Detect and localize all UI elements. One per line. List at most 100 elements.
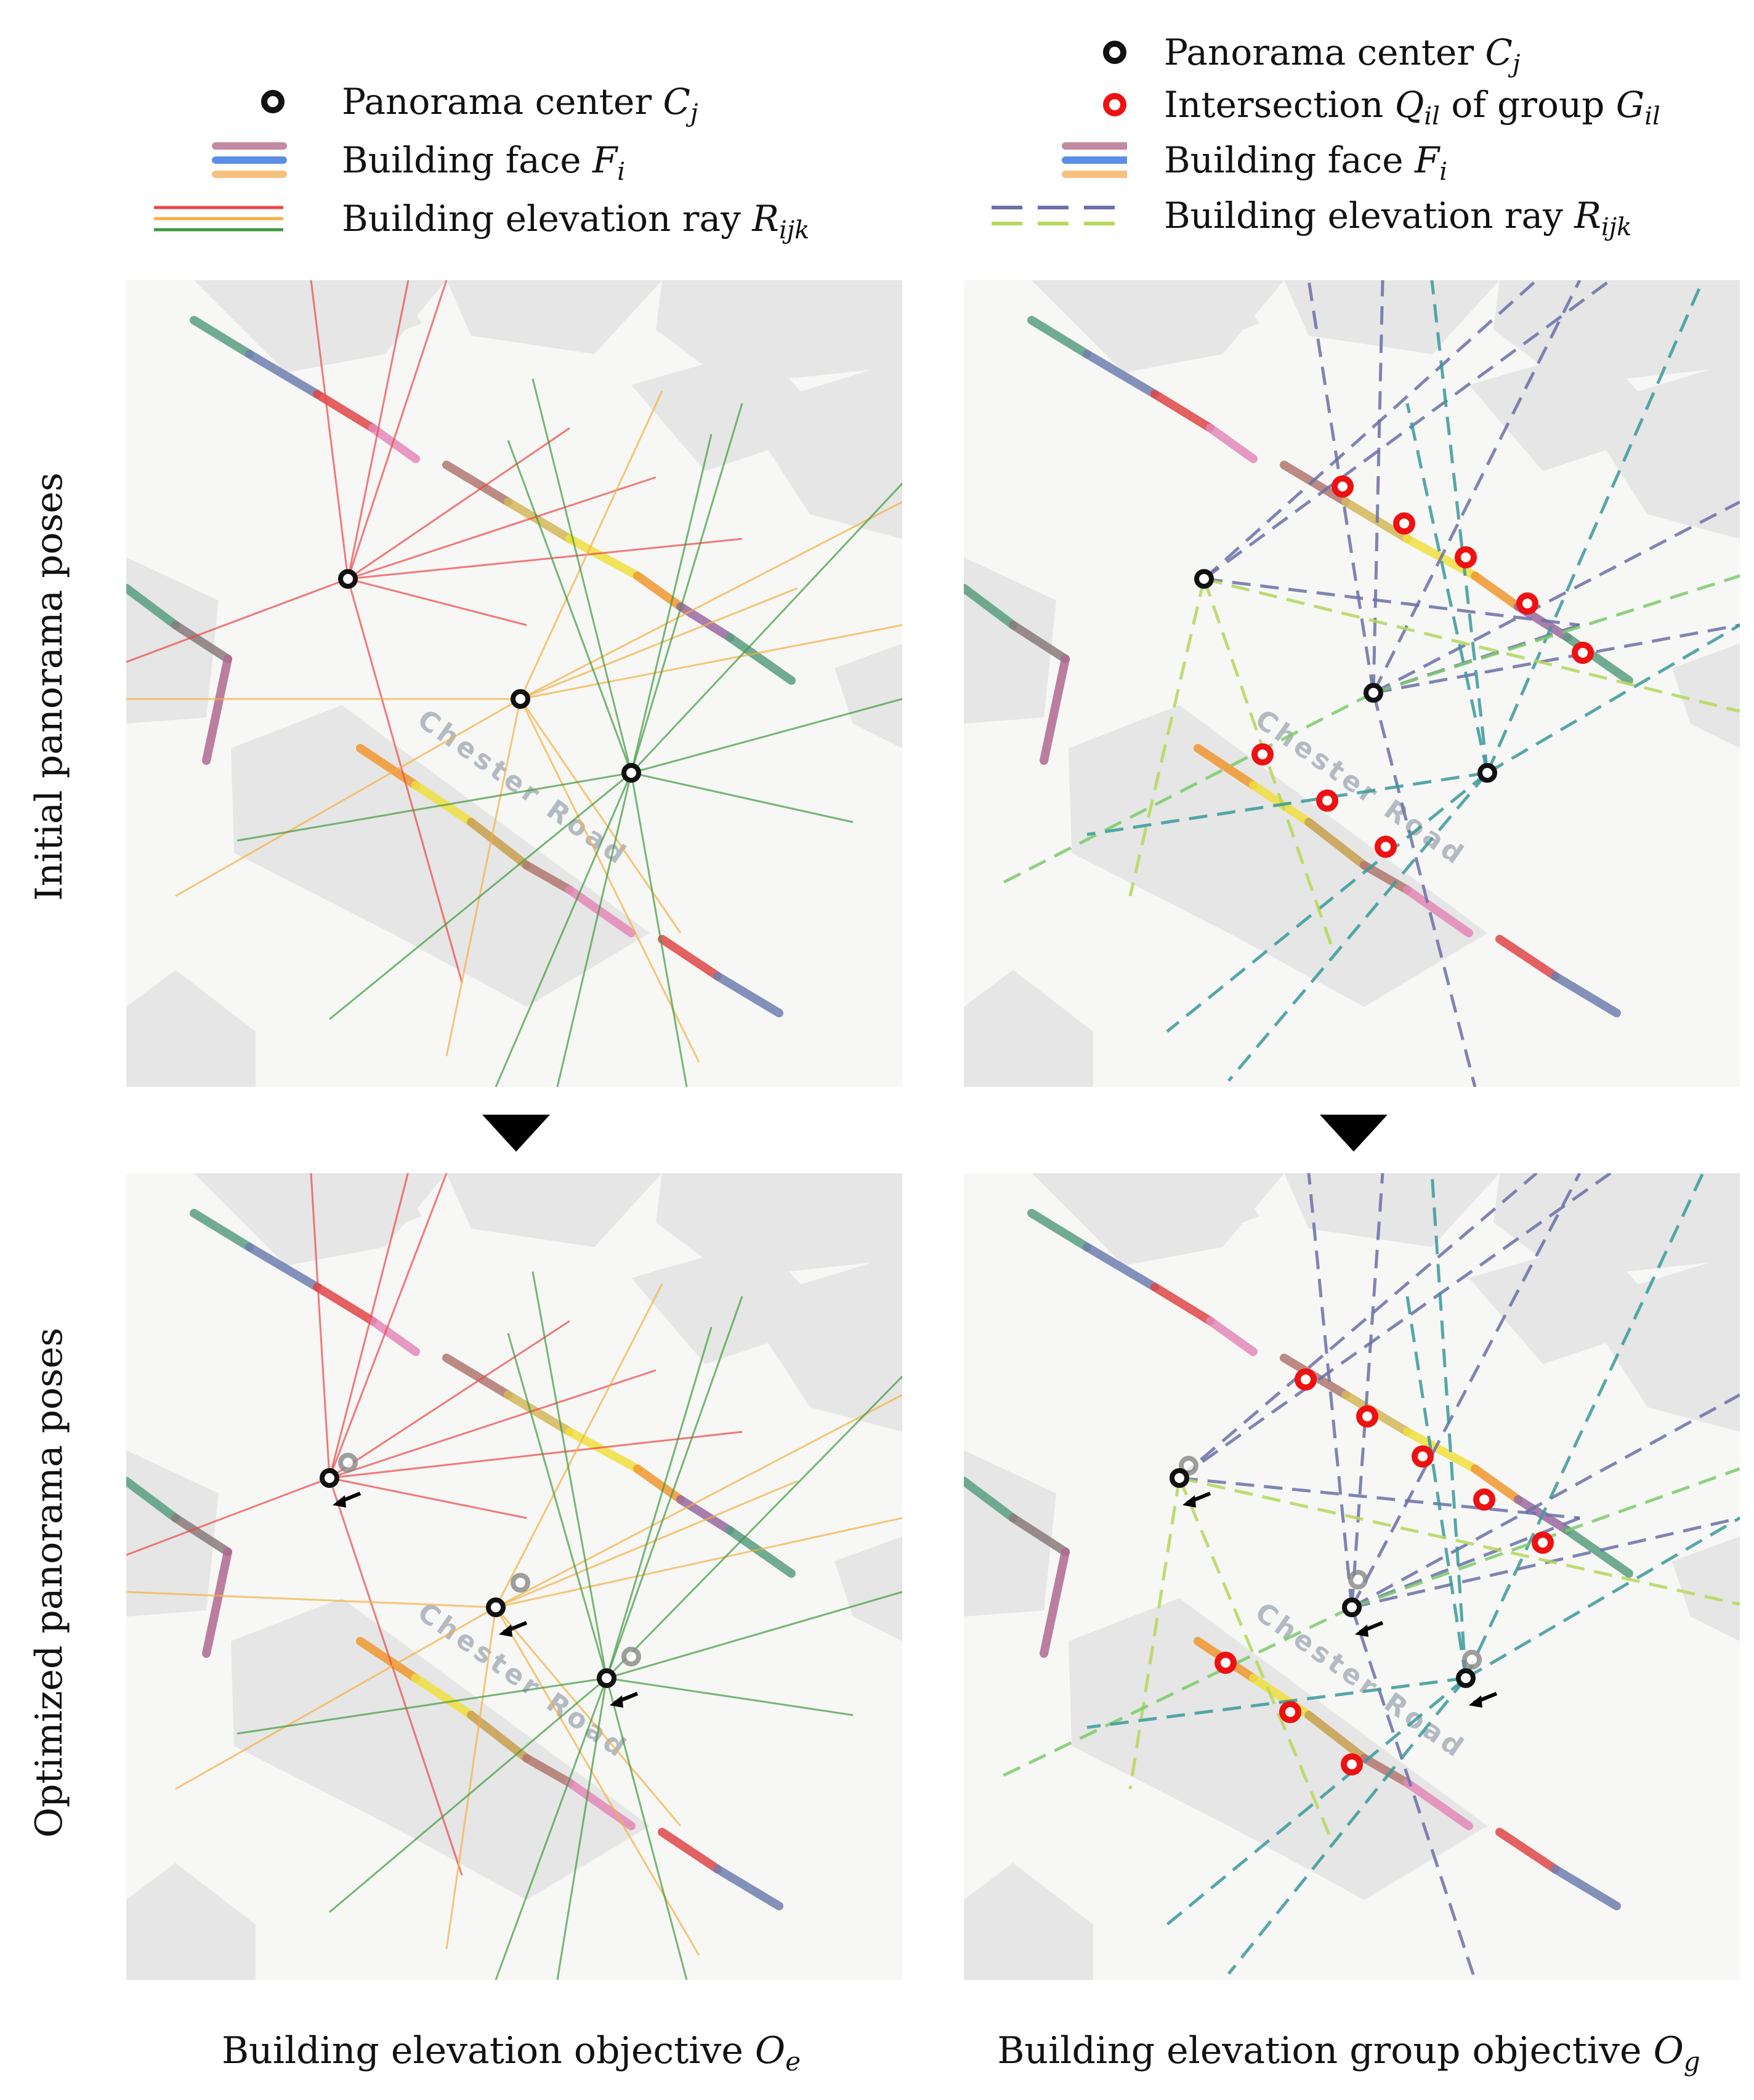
building-footprint — [1284, 280, 1500, 354]
building-face — [190, 1209, 254, 1251]
building-face — [171, 1514, 232, 1556]
building-face — [658, 1828, 722, 1873]
elevation-ray — [329, 1369, 657, 1479]
building-face — [1304, 1711, 1368, 1763]
elevation-ray — [630, 403, 743, 773]
panorama-center-marker — [1170, 1468, 1189, 1488]
building-face — [1009, 1514, 1070, 1556]
caption-group-objective: Building elevation group objective Og — [997, 2029, 1700, 2077]
elevation-ray — [347, 476, 657, 580]
building-footprint — [1069, 705, 1487, 1007]
elevation-ray-dashed — [1166, 1677, 1467, 1926]
building-face — [522, 861, 574, 894]
map-panel-svg: Chester Road — [964, 1173, 1740, 1980]
elevation-ray — [531, 1271, 608, 1679]
elevation-ray-dashed — [1372, 500, 1740, 695]
elevation-ray-dashed — [1373, 574, 1740, 695]
building-footprint — [1580, 1253, 1740, 1432]
building-footprint — [1284, 1173, 1500, 1247]
building-face — [565, 535, 642, 580]
building-face — [713, 972, 783, 1017]
building-face-swatch — [212, 142, 287, 178]
building-footprint — [742, 1253, 902, 1432]
elevation-ray — [556, 772, 632, 1087]
move-arrow-icon — [1355, 1625, 1368, 1637]
building-footprint — [231, 705, 650, 1007]
intersection-marker — [1341, 1753, 1363, 1775]
building-face — [1027, 1209, 1091, 1251]
elevation-ray — [520, 587, 798, 700]
elevation-ray — [519, 698, 682, 934]
building-face — [1563, 1526, 1633, 1578]
building-face — [713, 1865, 783, 1910]
elevation-ray — [310, 1173, 331, 1479]
building-face — [565, 886, 636, 937]
building-face — [504, 1391, 574, 1436]
elevation-ray-dashed — [1086, 1676, 1466, 1729]
elevation-ray-dashed — [1486, 623, 1740, 775]
map-panel-svg: Chester Road — [126, 1173, 902, 1980]
elevation-ray-dashed — [1350, 1173, 1384, 1608]
panorama-center-marker — [1364, 683, 1383, 703]
elevation-ray-dashed — [1372, 280, 1384, 693]
elevation-ray-dashed — [1227, 1677, 1467, 1975]
elevation-ray — [329, 1677, 607, 1913]
down-arrow-icon — [482, 1115, 550, 1152]
building-face — [1040, 1548, 1070, 1658]
building-footprint — [280, 1173, 422, 1253]
center-icon — [261, 90, 285, 113]
building-footprint — [126, 1450, 219, 1617]
map-panel-svg: Chester Road — [964, 280, 1740, 1087]
elevation-ray — [520, 624, 902, 700]
panorama-center-marker — [621, 763, 641, 783]
intersection-marker — [1295, 1368, 1317, 1391]
building-face — [1403, 1779, 1473, 1830]
elevation-ray — [531, 378, 632, 773]
intersection-marker — [1516, 592, 1538, 615]
elevation-ray-dashed — [1179, 1476, 1580, 1520]
elevation-ray — [347, 538, 743, 580]
elevation-ray — [520, 501, 902, 700]
previous-center-marker — [621, 1647, 641, 1666]
building-face — [1360, 1754, 1412, 1787]
intersection-marker — [1332, 475, 1354, 498]
panorama-center-marker — [320, 1468, 339, 1488]
elevation-ray — [329, 1477, 527, 1519]
intersection-marker — [1251, 743, 1274, 765]
elevation-ray-dashed — [1485, 280, 1705, 774]
elevation-ray-dashed — [1350, 1607, 1477, 1980]
building-face — [1551, 972, 1621, 1017]
down-arrow-icon — [1320, 1115, 1388, 1152]
intersection-marker — [1473, 1488, 1495, 1511]
building-footprint — [964, 557, 1056, 724]
panorama-center-marker — [1477, 763, 1497, 783]
legend-left: Panorama center Cj Building face Fi Buil… — [154, 74, 831, 259]
panel-initial-elevation: Chester Road — [126, 280, 902, 1087]
building-face — [1280, 461, 1350, 506]
building-footprint — [1493, 280, 1740, 385]
elevation-ray-dashed — [1128, 578, 1206, 897]
building-footprint — [447, 1173, 662, 1247]
elevation-ray — [605, 1327, 713, 1679]
building-footprint — [1493, 1173, 1740, 1278]
building-footprint — [231, 1598, 650, 1900]
building-face — [725, 1526, 796, 1578]
building-face — [467, 818, 531, 870]
building-face — [1471, 571, 1522, 611]
panel-optimized-group: Chester Road — [964, 1173, 1740, 1980]
previous-center-marker — [511, 1573, 530, 1593]
intersection-marker — [1572, 642, 1594, 664]
building-footprint — [964, 1863, 1093, 1980]
elevation-ray — [175, 698, 521, 897]
elevation-ray — [347, 578, 527, 626]
elevation-ray-dashed — [1178, 1173, 1612, 1480]
row-label-initial: Initial panorama poses — [28, 472, 71, 901]
elevation-ray — [329, 1431, 743, 1479]
building-face — [658, 935, 722, 980]
building-face — [1206, 1317, 1258, 1356]
building-footprint — [280, 280, 422, 360]
elevation-ray — [606, 1677, 854, 1716]
elevation-ray — [126, 1477, 330, 1556]
building-face — [442, 1354, 512, 1399]
panorama-center-marker — [597, 1668, 616, 1688]
